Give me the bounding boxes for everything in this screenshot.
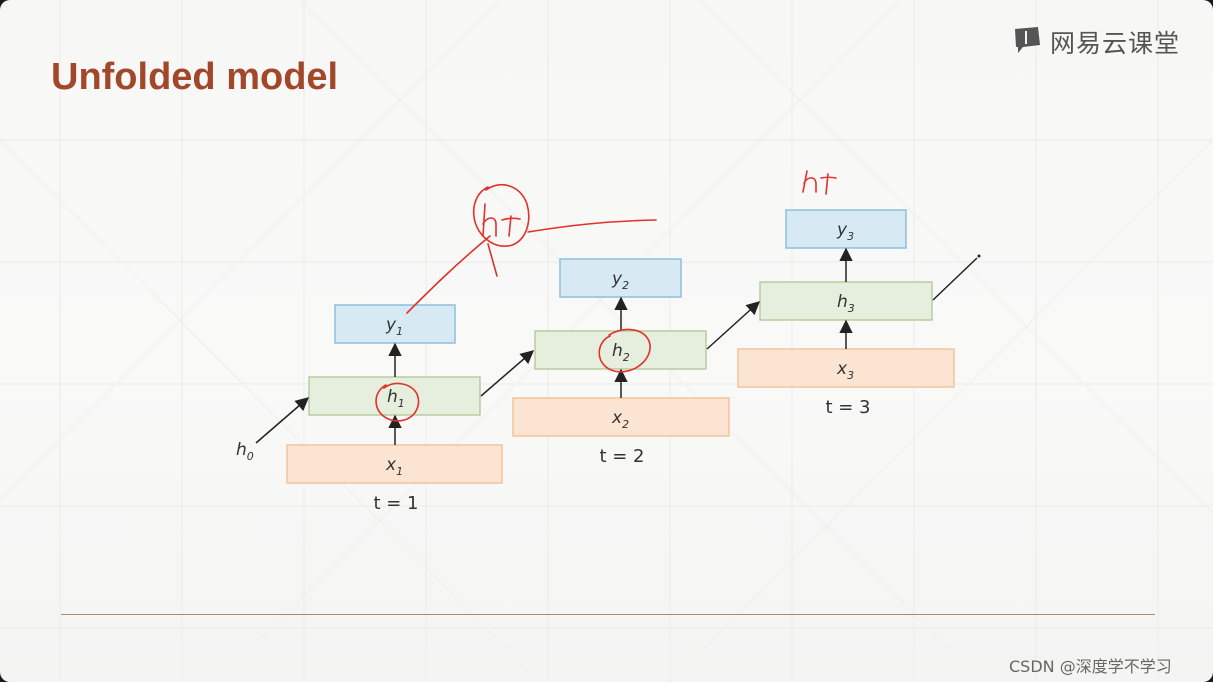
input-label-2: x2 — [611, 408, 629, 431]
time-label-2: t = 2 — [599, 446, 644, 467]
page-title: Unfolded model — [51, 56, 339, 98]
input-box-3 — [737, 348, 955, 388]
annotation-circle-h2 — [598, 328, 651, 373]
annotation-line-to-y1 — [406, 235, 491, 314]
arrow-h3-next — [932, 257, 978, 301]
initial-state-label: h0 — [236, 440, 254, 463]
time-label-1: t = 1 — [373, 493, 418, 514]
annotation-tail — [487, 243, 498, 277]
brand-name: 网易云课堂 — [1050, 29, 1181, 58]
divider-line — [61, 614, 1155, 615]
hidden-label-1: h1 — [387, 387, 405, 410]
annotation-handwriting-ht-1 — [482, 203, 521, 237]
output-label-1: y1 — [385, 315, 403, 338]
arrow-h0-h1 — [255, 397, 310, 444]
hidden-label-2: h2 — [612, 341, 630, 364]
input-box-2 — [512, 397, 730, 437]
annotation-handwriting-ht-2 — [802, 170, 837, 195]
input-label-3: x3 — [836, 359, 854, 382]
annotation-circle-top — [472, 183, 530, 247]
annotation-circle-h1 — [375, 382, 420, 422]
arrow-h1-h2 — [480, 350, 535, 397]
brand-logo: 网易云课堂 — [1012, 26, 1180, 58]
annotation-line-right — [527, 219, 657, 233]
arrow-h2-h3 — [706, 301, 761, 350]
output-label-2: y2 — [611, 269, 629, 292]
output-label-3: y3 — [836, 220, 854, 243]
input-label-1: x1 — [385, 455, 403, 478]
time-label-3: t = 3 — [825, 397, 870, 418]
input-box-1 — [286, 444, 503, 484]
hidden-box-3 — [759, 281, 933, 321]
annotation-dot — [977, 254, 981, 258]
watermark: CSDN @深度学不学习 — [1009, 657, 1172, 676]
chat-book-icon — [1012, 25, 1044, 60]
hidden-label-3: h3 — [837, 292, 855, 315]
